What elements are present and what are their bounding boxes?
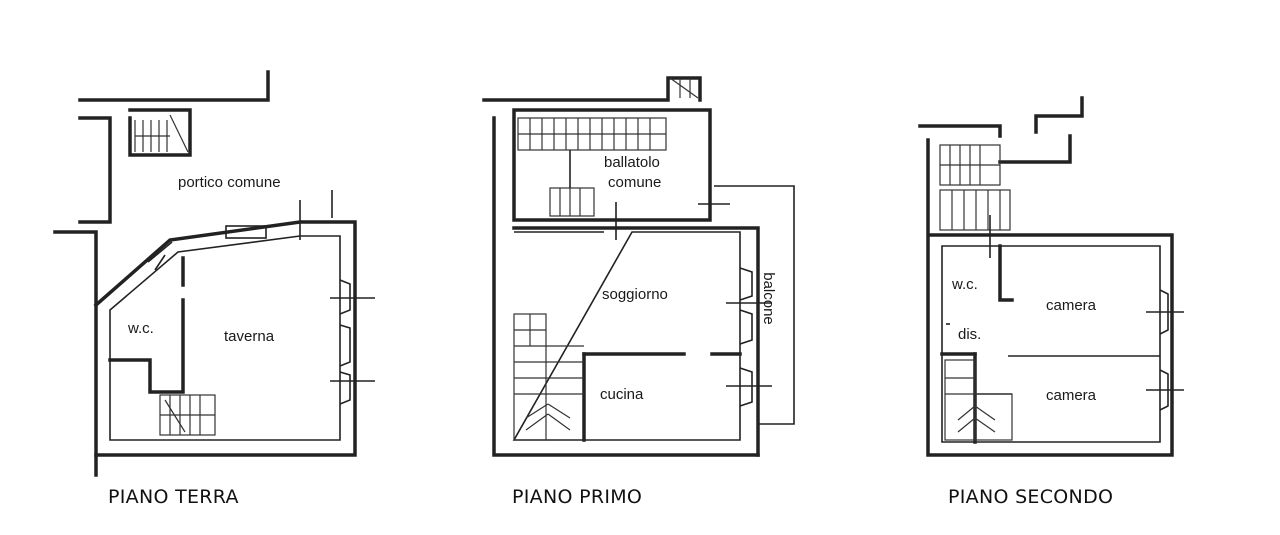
- wall-outer-secondo: [926, 138, 1174, 457]
- room-label-soggiorno: soggiorno: [602, 286, 668, 303]
- wall-main-primo: [512, 226, 760, 457]
- wall-inner-secondo: [941, 245, 1161, 443]
- room-label-wc-terra: w.c.: [128, 320, 154, 337]
- room-label-ballatolo: ballatolo: [604, 154, 660, 171]
- plan-piano-secondo: [918, 96, 1184, 457]
- fireplace: [225, 225, 267, 239]
- stairs-left-primo: [513, 313, 584, 441]
- context-wall-top-secondo: [918, 96, 1084, 138]
- plan-piano-terra: [53, 70, 375, 477]
- room-label-camera-top: camera: [1046, 297, 1097, 314]
- stairs-top-secondo: [939, 144, 1011, 231]
- stair-well-top: [128, 108, 192, 157]
- context-wall-top-primo: [482, 76, 702, 102]
- room-label-dis: dis.: [958, 326, 982, 343]
- room-label-wc-secondo: w.c.: [952, 276, 978, 293]
- room-label-balcone: balcone: [759, 272, 777, 325]
- stairs-top-terra: [134, 114, 189, 153]
- context-wall-top: [78, 70, 270, 102]
- room-label-comune: comune: [608, 174, 662, 191]
- stairs-top-primo: [517, 77, 699, 217]
- room-label-taverna: taverna: [224, 328, 275, 345]
- wall-wc-secondo: [998, 244, 1014, 302]
- floor-title-piano-secondo: PIANO SECONDO: [948, 486, 1114, 508]
- window-terra-2: [339, 324, 351, 367]
- context-wall-right-secondo: [998, 134, 1072, 164]
- plan-piano-primo: [482, 76, 795, 457]
- room-label-cucina: cucina: [600, 386, 644, 403]
- window-primo-2: [739, 309, 753, 345]
- wall-wc-terra: [108, 256, 185, 394]
- window-primo-3: [739, 367, 753, 407]
- floor-title-piano-terra: PIANO TERRA: [108, 486, 239, 508]
- ballatolo-area: [512, 108, 712, 222]
- balcone-outline: [714, 185, 795, 425]
- stairs-bottom-terra: [159, 394, 216, 436]
- wall-outer-terra: [93, 220, 357, 457]
- wall-outer-left-primo: [492, 116, 760, 457]
- room-label-camera-bottom: camera: [1046, 387, 1097, 404]
- context-wall-left: [78, 116, 112, 224]
- floor-title-piano-primo: PIANO PRIMO: [512, 486, 643, 508]
- window-terra-3: [339, 371, 351, 405]
- stairs-bottom-secondo: [944, 359, 1013, 441]
- wall-inner-primo: [512, 231, 741, 441]
- wall-inner-terra: [109, 235, 341, 441]
- wall-left-terra: [53, 230, 98, 477]
- window-primo-1: [739, 267, 753, 301]
- window-terra-1: [339, 279, 351, 315]
- room-label-portico-comune: portico comune: [178, 174, 281, 191]
